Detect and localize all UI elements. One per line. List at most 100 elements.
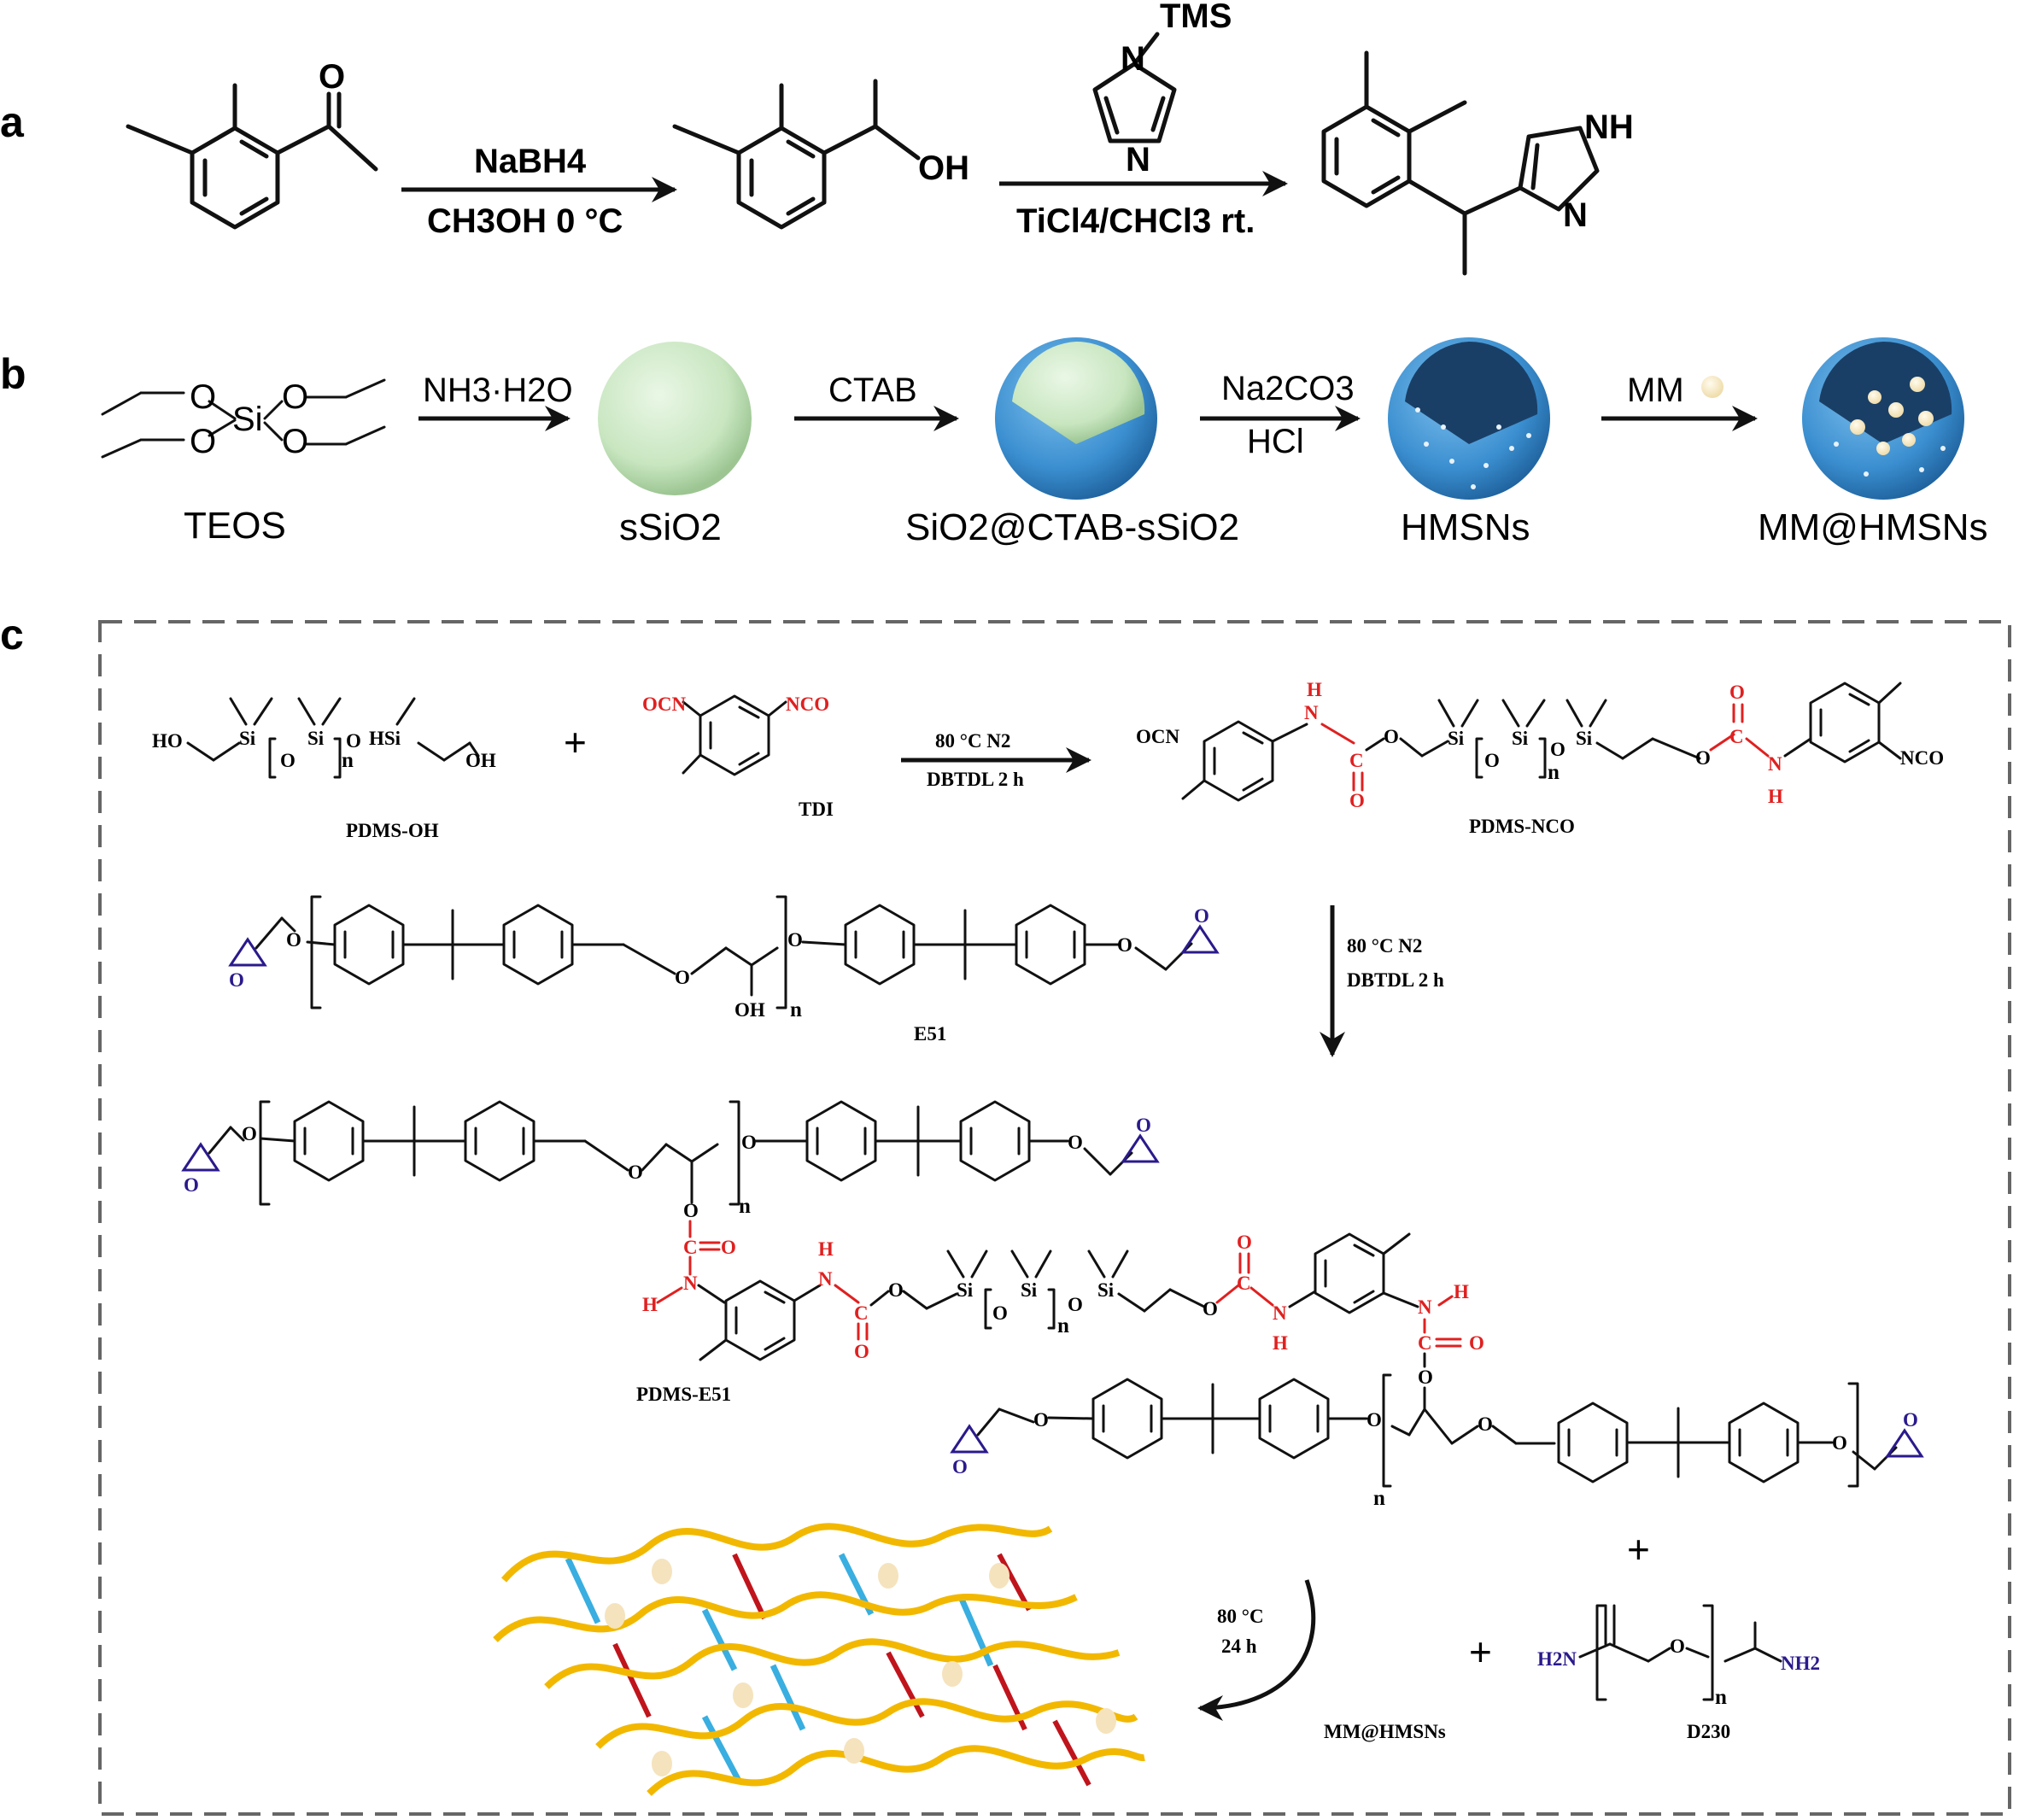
arrow-c3 <box>1197 1579 1316 1721</box>
teos-o3: O <box>282 378 308 416</box>
pdms-oh-structure: HO Si O Si n O HSi OH PDMS-OH <box>152 697 496 841</box>
pe-o10: O <box>1068 1294 1083 1315</box>
plus-3: + <box>1469 1630 1492 1674</box>
d230-o: O <box>1670 1636 1685 1657</box>
core-shell-sphere <box>995 337 1157 500</box>
product-core-shell: SiO2@CTAB-sSiO2 <box>905 506 1239 548</box>
pdms-oh-n: n <box>342 749 354 772</box>
conditions-methanol: CH3OH 0 °C <box>427 202 623 240</box>
panel-c-frame <box>98 620 2011 1816</box>
pdms-oh-o2: O <box>346 730 361 752</box>
pe-o2: O <box>628 1162 643 1183</box>
conditions-ticl4: TiCl4/CHCl3 rt. <box>1016 202 1255 240</box>
pe-n-sub1: n <box>739 1195 751 1218</box>
pdms-nco-structure: OCN N H C O O Si O Si n O <box>1136 679 1944 837</box>
tdi-ocn: OCN <box>642 693 687 715</box>
panel-a: a O NaBH4 CH3OH 0 °C <box>0 0 1634 276</box>
ssio2-sphere <box>598 342 752 495</box>
panel-b-label: b <box>0 350 26 398</box>
panel-b: b O O Si O O TEOS NH3·H2O sSiO2 <box>0 337 1988 548</box>
pe-c2: C <box>854 1302 869 1324</box>
pe-n-sub2: n <box>1057 1314 1069 1337</box>
name-d230: D230 <box>1687 1721 1730 1742</box>
e51-epox-o1: O <box>229 969 244 991</box>
pdmsnco-c1: C <box>1349 750 1364 771</box>
c1-cond1: 80 °C N2 <box>935 730 1010 752</box>
pdmsnco-o5: O <box>1695 747 1711 769</box>
e51-oh: OH <box>734 999 765 1021</box>
tdi-nco: NCO <box>786 693 829 715</box>
pe-h2: H <box>818 1238 834 1260</box>
mm-molecule-icon <box>1701 376 1723 398</box>
acetophenone-structure: O <box>126 58 378 230</box>
reagent-hcl: HCl <box>1247 423 1304 460</box>
mm-hmsn-sphere <box>1802 337 1964 500</box>
pe-o13: O <box>1469 1332 1484 1354</box>
pe-o17: O <box>1478 1413 1493 1435</box>
hmsn-sphere <box>1388 337 1550 500</box>
pe-o7: O <box>854 1341 869 1362</box>
pe-o9: O <box>992 1302 1008 1324</box>
reagent-na2co3: Na2CO3 <box>1221 370 1355 407</box>
pe-o1: O <box>242 1123 257 1144</box>
d230-structure: H2N O n NH2 D230 <box>1537 1604 1820 1742</box>
pe-o5: O <box>683 1200 699 1221</box>
pdmsnco-nco: NCO <box>1900 747 1944 769</box>
e51-o1: O <box>286 929 301 951</box>
imidazole-n1: N <box>1121 40 1145 78</box>
e51-n-sub: n <box>790 998 802 1021</box>
teos-si: Si <box>232 401 263 438</box>
d230-n-sub: n <box>1715 1686 1727 1709</box>
pdmsnco-h2: H <box>1768 786 1783 807</box>
teos-name: TEOS <box>184 505 286 547</box>
panel-c-label: c <box>0 611 24 658</box>
pdms-oh-hsi: HSi <box>369 728 401 749</box>
name-e51: E51 <box>914 1023 946 1045</box>
pe-c3: C <box>1237 1273 1251 1294</box>
pe-n1: N <box>683 1273 698 1294</box>
pe-h1: H <box>642 1294 658 1315</box>
pdms-e51-structure: O O O n O <box>181 1100 1924 1510</box>
c2-cond1: 80 °C N2 <box>1347 935 1422 957</box>
pe-o11: O <box>1203 1298 1218 1320</box>
pdmsnco-si1: Si <box>1448 728 1465 749</box>
pdmsnco-o3: O <box>1484 750 1500 771</box>
teos-o4: O <box>282 423 308 460</box>
ketone-oxygen: O <box>319 58 345 96</box>
pdmsnco-si3: Si <box>1576 728 1593 749</box>
name-pdms-e51: PDMS-E51 <box>636 1384 731 1405</box>
panel-c: c HO Si O Si n O HSi OH PDMS-OH + <box>0 611 2011 1816</box>
plus-2: + <box>1627 1527 1650 1571</box>
c3-cond1: 80 °C <box>1217 1606 1264 1627</box>
pe-epox-o4: O <box>1903 1409 1918 1431</box>
medetomidine-structure: NH N <box>1321 50 1634 276</box>
pdmsnco-o1: O <box>1349 790 1365 811</box>
pe-h3: H <box>1273 1332 1288 1354</box>
name-pdms-nco: PDMS-NCO <box>1469 816 1575 837</box>
pe-o14: O <box>1418 1366 1433 1388</box>
pdmsnco-o6: O <box>1729 682 1745 703</box>
pe-o3: O <box>741 1132 757 1153</box>
pdmsnco-o4: O <box>1550 739 1565 760</box>
pdmsnco-n-sub: n <box>1548 761 1560 784</box>
pe-si2: Si <box>1021 1279 1038 1301</box>
pe-o15: O <box>1033 1409 1049 1431</box>
pdmsnco-c2: C <box>1729 726 1744 747</box>
imidazole-n: N <box>1563 196 1588 234</box>
e51-o4: O <box>1117 934 1132 956</box>
pe-epox-o1: O <box>184 1174 199 1196</box>
name-mm-hmsns: MM@HMSNs <box>1324 1721 1446 1743</box>
pe-epox-o3: O <box>952 1456 968 1478</box>
e51-structure: O O O OH n O <box>228 895 1220 1045</box>
teos-o2: O <box>190 423 216 460</box>
pdms-oh-si1: Si <box>239 728 256 749</box>
panel-a-label: a <box>0 98 25 146</box>
e51-epox-o2: O <box>1194 905 1209 927</box>
pe-n4: N <box>1418 1296 1432 1318</box>
pdms-oh-oh: OH <box>465 750 496 771</box>
pe-n2: N <box>818 1268 833 1290</box>
pdms-oh-si2: Si <box>307 728 325 749</box>
pe-n-sub3: n <box>1373 1487 1385 1510</box>
plus-1: + <box>564 720 587 764</box>
product-hmsns: HMSNs <box>1401 506 1530 548</box>
